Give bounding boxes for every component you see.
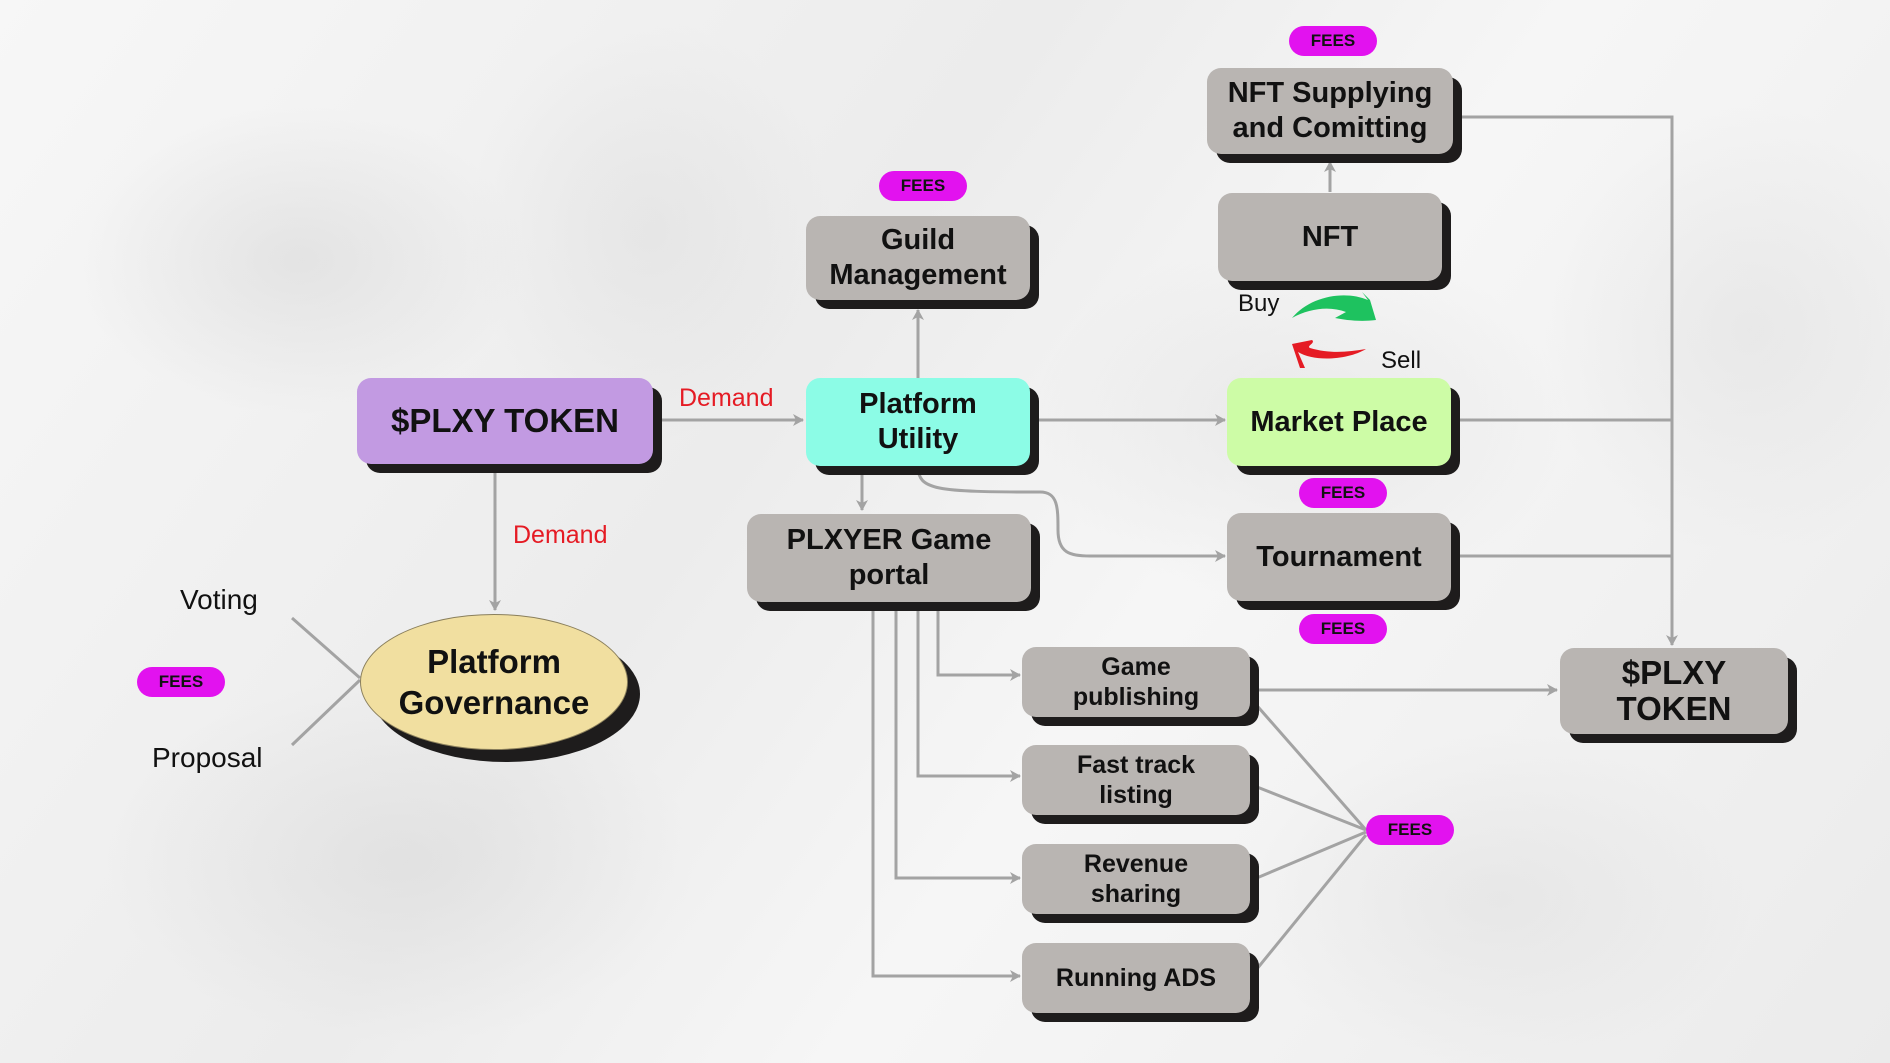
fees-badge-nft-supplying: FEES bbox=[1289, 26, 1377, 56]
proposal-label: Proposal bbox=[152, 742, 263, 773]
fast-track-listing-node[interactable]: Fast track listing bbox=[1022, 745, 1250, 815]
running-ads-label: Running ADS bbox=[1055, 964, 1217, 992]
edge-portal-to-ads bbox=[871, 608, 1021, 982]
edge-publishing-to-fees bbox=[1250, 699, 1368, 831]
voting-label: Voting bbox=[180, 584, 258, 615]
revenue-sharing-node[interactable]: Revenue sharing bbox=[1022, 844, 1250, 914]
edge-portal-to-revenue bbox=[894, 608, 1021, 884]
platform-utility-node[interactable]: Platform Utility bbox=[806, 378, 1030, 466]
edge-portal-to-fasttrack bbox=[916, 608, 1021, 782]
buy-label: Buy bbox=[1238, 290, 1280, 317]
plxy-token-sink-label: $PLXY TOKEN bbox=[1616, 653, 1732, 727]
fees-badge-portal-services: FEES bbox=[1366, 815, 1454, 845]
sell-arrow-icon bbox=[1292, 340, 1366, 368]
guild-management-node[interactable]: Guild Management bbox=[806, 216, 1030, 300]
fees-badge-market: FEES bbox=[1299, 478, 1387, 508]
market-place-label: Market Place bbox=[1250, 405, 1428, 438]
nft-supplying-node[interactable]: NFT Supplying and Comitting bbox=[1207, 68, 1453, 154]
game-publishing-label: Game publishing bbox=[1072, 653, 1200, 711]
fees-badge-tournament: FEES bbox=[1299, 614, 1387, 644]
tournament-node[interactable]: Tournament bbox=[1227, 513, 1451, 601]
plxy-token-main-node[interactable]: $PLXY TOKEN bbox=[357, 378, 653, 464]
edge-revenue-to-fees bbox=[1251, 830, 1367, 882]
platform-governance-label: Platform Governance bbox=[398, 642, 590, 721]
fees-badge-guild: FEES bbox=[879, 171, 967, 201]
buy-arrow-icon bbox=[1292, 292, 1376, 321]
fast-track-listing-label: Fast track listing bbox=[1076, 751, 1196, 809]
guild-management-label: Guild Management bbox=[829, 224, 1007, 291]
plxy-token-main-label: $PLXY TOKEN bbox=[390, 402, 620, 440]
plxyer-game-portal-node[interactable]: PLXYER Game portal bbox=[747, 514, 1031, 602]
nft-label: NFT bbox=[1301, 220, 1359, 253]
nft-node[interactable]: NFT bbox=[1218, 193, 1442, 281]
edge-proposal-to-governance bbox=[290, 678, 362, 747]
plxyer-game-portal-label: PLXYER Game portal bbox=[786, 524, 992, 591]
edge-voting-to-governance bbox=[291, 616, 361, 680]
game-publishing-node[interactable]: Game publishing bbox=[1022, 647, 1250, 717]
edge-supplying-to-sink bbox=[1460, 115, 1678, 646]
plxy-token-sink-node[interactable]: $PLXY TOKEN bbox=[1560, 648, 1788, 734]
edge-utility-to-tournament bbox=[916, 465, 1226, 562]
demand-label-down: Demand bbox=[513, 521, 608, 549]
edge-ads-to-fees bbox=[1250, 834, 1368, 976]
tournament-label: Tournament bbox=[1256, 540, 1422, 573]
demand-label-right: Demand bbox=[679, 384, 774, 412]
nft-supplying-label: NFT Supplying and Comitting bbox=[1227, 77, 1433, 144]
sell-label: Sell bbox=[1381, 347, 1422, 374]
fees-badge-governance: FEES bbox=[137, 667, 225, 697]
revenue-sharing-label: Revenue sharing bbox=[1083, 850, 1189, 908]
edge-fasttrack-to-fees bbox=[1251, 783, 1367, 832]
platform-utility-label: Platform Utility bbox=[859, 388, 977, 455]
platform-governance-node[interactable]: Platform Governance bbox=[360, 614, 628, 750]
running-ads-node[interactable]: Running ADS bbox=[1022, 943, 1250, 1013]
market-place-node[interactable]: Market Place bbox=[1227, 378, 1451, 466]
edge-portal-to-publishing bbox=[936, 608, 1021, 681]
